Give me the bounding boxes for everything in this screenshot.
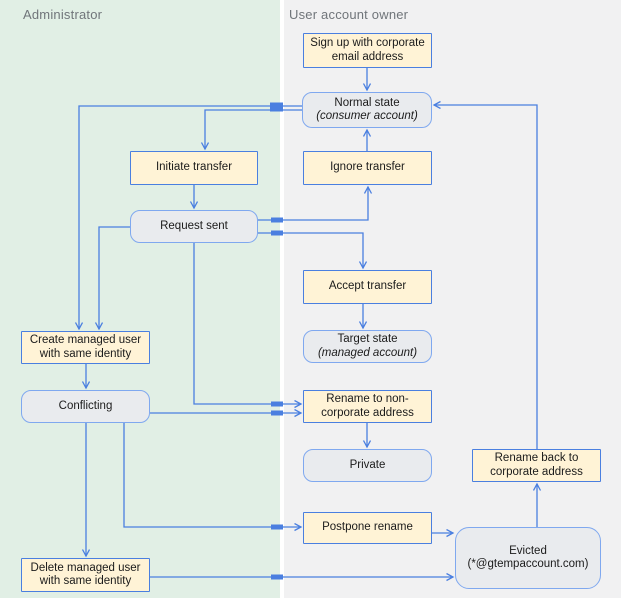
node-sublabel: (*@gtempaccount.com)	[467, 558, 589, 570]
node-label: Conflicting	[58, 399, 113, 412]
node-label: with same identity	[39, 575, 132, 587]
node-ignore-transfer: Ignore transfer	[303, 151, 432, 185]
node-normal-state: Normal state (consumer account)	[302, 92, 432, 128]
node-request-sent: Request sent	[130, 210, 258, 243]
node-label: Sign up with corporate	[310, 37, 425, 49]
node-label: Rename to non-	[326, 393, 409, 405]
node-label: Normal state	[334, 96, 400, 109]
node-evicted: Evicted (*@gtempaccount.com)	[455, 527, 601, 589]
node-label: Delete managed user	[30, 561, 141, 574]
node-postpone-rename: Postpone rename	[303, 512, 432, 544]
node-create-managed-user: Create managed user with same identity	[21, 331, 150, 364]
node-rename-to-non-corporate: Rename to non- corporate address	[303, 390, 432, 423]
node-label: corporate address	[490, 465, 583, 478]
node-label: Evicted	[509, 544, 547, 557]
node-label: Private	[349, 458, 386, 471]
node-target-state: Target state (managed account)	[303, 330, 432, 363]
node-sublabel: (consumer account)	[316, 110, 418, 122]
node-label: Rename back to	[494, 452, 579, 464]
node-label: Ignore transfer	[330, 161, 405, 174]
node-label: Initiate transfer	[155, 161, 233, 174]
node-delete-managed-user: Delete managed user with same identity	[21, 558, 150, 592]
node-label: Target state	[337, 333, 398, 345]
node-label: Postpone rename	[322, 521, 413, 534]
node-accept-transfer: Accept transfer	[303, 270, 432, 304]
node-label: Request sent	[160, 219, 228, 232]
node-sublabel: (managed account)	[317, 346, 418, 359]
node-conflicting: Conflicting	[21, 390, 150, 423]
node-label: with same identity	[39, 347, 132, 360]
node-private: Private	[303, 449, 432, 482]
node-label: Create managed user	[29, 334, 142, 346]
lane-title-administrator: Administrator	[23, 7, 103, 22]
lane-title-user-account-owner: User account owner	[289, 7, 409, 22]
node-rename-back-to-corporate: Rename back to corporate address	[472, 449, 601, 482]
node-label: corporate address	[321, 406, 414, 419]
node-label: email address	[331, 50, 404, 63]
node-initiate-transfer: Initiate transfer	[130, 151, 258, 185]
node-sign-up-with-corporate-email: Sign up with corporate email address	[303, 33, 432, 68]
lane-administrator	[0, 0, 280, 598]
node-label: Accept transfer	[328, 280, 407, 293]
